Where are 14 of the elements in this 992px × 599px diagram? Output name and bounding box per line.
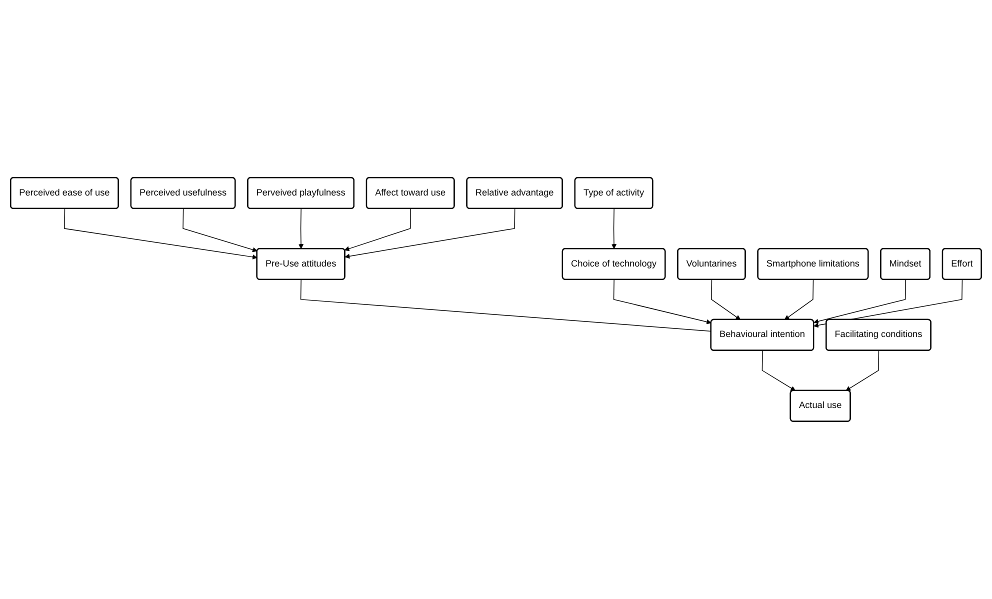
arrow — [64, 208, 258, 260]
arrow — [711, 279, 741, 320]
arrow — [344, 208, 516, 259]
arrow — [814, 279, 906, 324]
arrow — [613, 279, 712, 324]
arrow — [784, 279, 814, 320]
arrow — [344, 208, 412, 252]
connector — [300, 279, 712, 332]
arrow — [298, 208, 304, 250]
arrow — [814, 279, 963, 328]
arrow — [846, 350, 880, 391]
arrow — [182, 208, 258, 252]
arrow — [762, 350, 796, 391]
arrow — [612, 208, 617, 250]
